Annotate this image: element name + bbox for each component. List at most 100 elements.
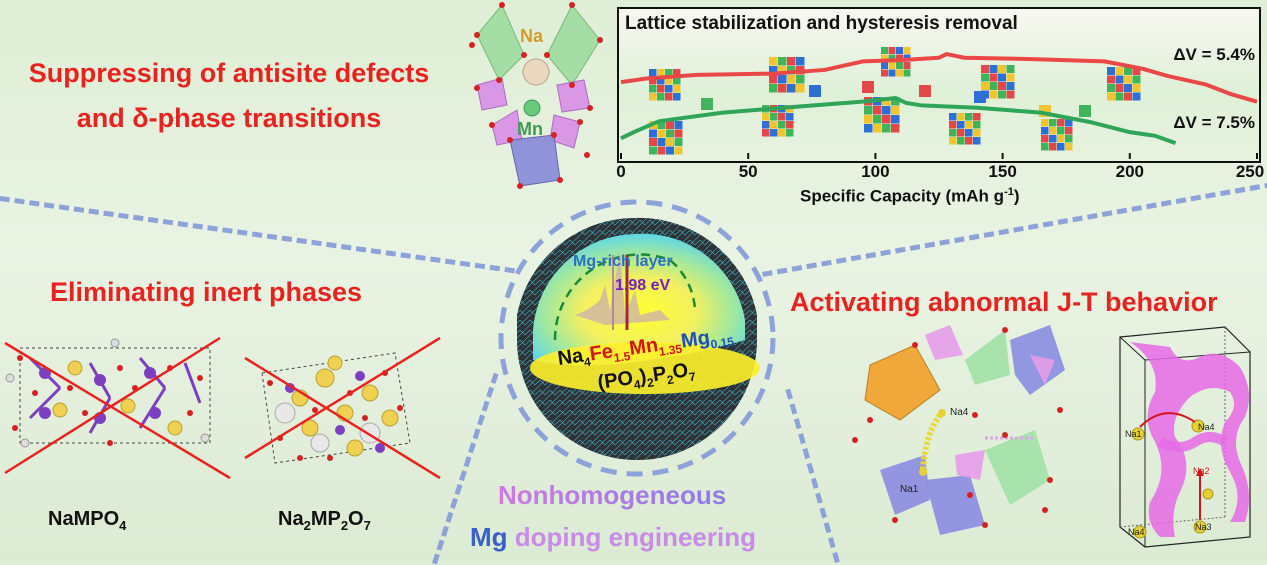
x-axis-label-text: Specific Capacity (mAh g xyxy=(800,186,1005,206)
caption-b-na-sub: 2 xyxy=(303,518,311,533)
cell-na4-bottom-label: Na4 xyxy=(1128,527,1145,537)
title-activating: Activating abnormal J-T behavior xyxy=(790,287,1218,317)
series-annotation-green: ΔV = 7.5% xyxy=(1173,113,1255,132)
cross-line-b2 xyxy=(244,336,441,460)
core-cut-face xyxy=(530,342,760,394)
structure-cube xyxy=(649,69,681,101)
caption-nampo4: NaMPO4 xyxy=(48,508,126,533)
x-tick-label: 150 xyxy=(988,162,1017,181)
bottom-mg: Mg xyxy=(470,522,508,552)
x-axis-label-end: ) xyxy=(1013,186,1020,206)
x-axis-label: Specific Capacity (mAh g-1) xyxy=(800,186,1020,207)
pink-tetra-1 xyxy=(925,325,963,360)
energy-label: 1.98 eV xyxy=(615,277,670,294)
cell-na1-label: Na1 xyxy=(1125,429,1142,439)
outer-dashed-circle xyxy=(498,199,776,477)
crossed-structures xyxy=(4,336,441,480)
bottom-doping: doping engineering xyxy=(507,522,756,552)
formula-po: (PO xyxy=(596,367,635,394)
structure-cube xyxy=(769,57,805,93)
isosurface xyxy=(1130,342,1249,537)
green-poly-1 xyxy=(965,330,1010,385)
caption-nampo4-main: NaMPO xyxy=(48,508,120,530)
blue-octahedron-2 xyxy=(880,455,930,515)
structure-cube xyxy=(981,65,1015,99)
x-axis-label-sup: -1 xyxy=(1004,186,1014,198)
mn-atom xyxy=(523,99,541,117)
green-octahedron-left xyxy=(476,4,525,81)
pink-tetra-2 xyxy=(955,450,985,480)
cross-line-a1 xyxy=(4,341,231,480)
title-suppressing-line2: and δ-phase transitions xyxy=(76,103,382,133)
cross-line-a2 xyxy=(4,336,221,475)
nampo4-structure xyxy=(5,338,211,448)
mg-rich-label: Mg-rich layer xyxy=(573,253,673,270)
series-line-red xyxy=(620,52,1258,104)
blue-octahedron-3 xyxy=(925,475,985,535)
structure-cube xyxy=(1041,119,1073,151)
chart-plot xyxy=(620,47,1258,159)
divider-bottom-right xyxy=(785,388,840,563)
single-cube xyxy=(809,85,821,97)
series-annotation-red: ΔV = 5.4% xyxy=(1173,45,1255,64)
jt-polyhedra: Na4 Na1 xyxy=(852,325,1065,535)
inner-core xyxy=(533,233,745,366)
pink-tetra-left xyxy=(476,77,508,111)
blue-octahedron xyxy=(509,134,561,187)
caption-b-mp: MP xyxy=(310,508,341,530)
x-tick-label: 50 xyxy=(738,162,758,181)
pink-tetra-mid-right xyxy=(549,114,581,149)
structure-cube xyxy=(649,121,683,155)
na-mn-structure: Na Mn xyxy=(469,2,603,189)
caption-b-o-sub: 7 xyxy=(363,518,371,533)
single-cube xyxy=(919,85,931,97)
title-eliminating: Eliminating inert phases xyxy=(50,277,363,307)
mg-rich-dashed xyxy=(553,253,697,341)
structure-cube xyxy=(949,113,981,145)
chart-tick-marks xyxy=(620,153,1258,159)
green-octahedron-2 xyxy=(985,430,1050,505)
x-tick-label: 0 xyxy=(616,162,626,181)
caption-b-p-sub: 2 xyxy=(340,518,349,533)
na4-label: Na4 xyxy=(950,407,969,418)
x-tick-label: 100 xyxy=(861,162,890,181)
formula-mn: Mn xyxy=(627,334,660,360)
chart-lines xyxy=(620,52,1258,146)
orange-octahedron xyxy=(864,344,941,421)
pink-tetra-3 xyxy=(1030,355,1055,385)
single-cube xyxy=(1079,105,1091,117)
caption-na2mp2o7: Na2MP2O7 xyxy=(278,508,371,533)
divider-left-upper xyxy=(0,196,515,274)
na-label: Na xyxy=(520,26,544,46)
caption-b-na: Na xyxy=(278,508,304,530)
na-atom xyxy=(522,58,550,86)
cell-na2-label: Na2 xyxy=(1193,466,1210,476)
x-tick-label: 250 xyxy=(1235,162,1265,181)
cell-na4-top-label: Na4 xyxy=(1198,422,1215,432)
cell-na3-label: Na3 xyxy=(1195,522,1212,532)
jt-unit-cell: Na1 Na4 Na2 Na3 Na4 xyxy=(1119,326,1251,548)
core-shell-particle: Mg-rich layer 1.98 eV xyxy=(498,199,776,477)
bottom-line2: Mg doping engineering xyxy=(470,522,756,553)
mn-label: Mn xyxy=(517,119,543,139)
single-cube xyxy=(862,81,874,93)
single-cube xyxy=(701,98,713,110)
capacity-chart: Lattice stabilization and hysteresis rem… xyxy=(617,7,1261,163)
x-tick-label: 200 xyxy=(1115,162,1144,181)
title-suppressing: Suppressing of antisite defects and δ-ph… xyxy=(4,58,454,134)
formula-na: Na xyxy=(556,344,585,370)
formula-o: O xyxy=(671,359,690,384)
caption-nampo4-sub: 4 xyxy=(119,518,127,533)
dos-plot xyxy=(575,250,670,330)
structure-snapshots xyxy=(649,47,1141,155)
cross-line-b1 xyxy=(244,356,441,480)
title-suppressing-line1: Suppressing of antisite defects xyxy=(28,58,430,88)
formula-mg: Mg xyxy=(679,326,712,353)
single-cube xyxy=(974,91,986,103)
chart-title: Lattice stabilization and hysteresis rem… xyxy=(625,13,1018,34)
na-migration-path xyxy=(920,413,943,471)
series-line-green xyxy=(620,96,1177,146)
caption-b-o: O xyxy=(348,508,364,530)
formula-p: P xyxy=(651,362,668,387)
